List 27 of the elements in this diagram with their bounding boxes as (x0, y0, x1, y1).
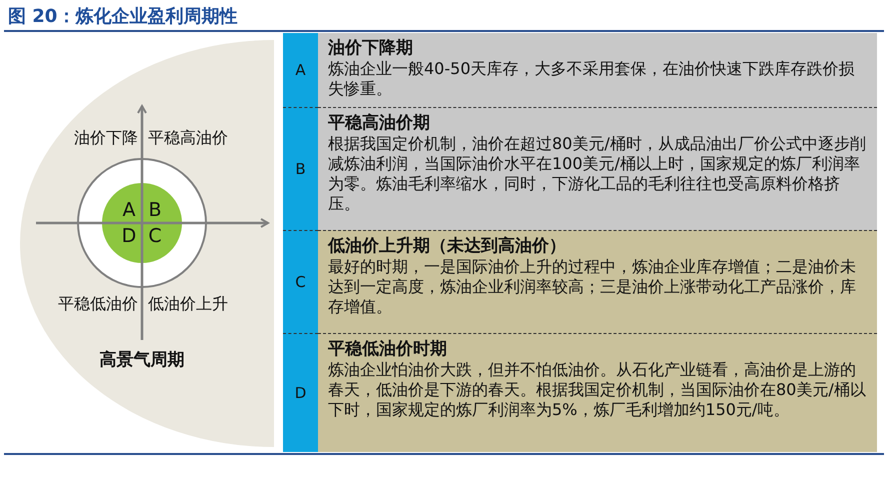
row-heading: 低油价上升期（未达到高油价） (328, 235, 566, 257)
quadrant-letter: D (122, 226, 136, 246)
quadrant-letter: B (148, 200, 162, 220)
row-letter: A (295, 61, 306, 79)
row-letter: B (295, 160, 306, 178)
quadrant-label: 低油价上升 (148, 294, 228, 315)
row-description: 炼油企业一般40-50天库存，大多不采用套保，在油价快速下跌库存跌价损失惨重。 (328, 59, 856, 99)
quadrant-letter: C (148, 226, 162, 246)
quadrant-label: 油价下降 (74, 128, 138, 149)
description-panel (318, 333, 877, 452)
row-heading: 平稳高油价期 (328, 112, 430, 134)
row-letter: C (295, 273, 306, 291)
quadrant-label: 平稳低油价 (58, 294, 138, 315)
diagram-caption: 高景气周期 (98, 349, 186, 371)
row-description: 最好的时期，一是国际油价上升的过程中，炼油企业库存增值；二是油价未达到一定高度，炼油企业利润率较高；三是油价上涨带动化工产品涨价，库存增值。 (328, 257, 857, 317)
row-heading: 平稳低油价时期 (328, 338, 447, 360)
description-panel (318, 107, 877, 230)
row-heading: 油价下降期 (328, 37, 413, 59)
figure-title: 图 20：炼化企业盈利周期性 (8, 5, 238, 28)
quadrant-letter: A (122, 200, 136, 220)
quadrant-label: 平稳高油价 (148, 128, 228, 149)
row-description: 根据我国定价机制，油价在超过80美元/桶时，从成品油出厂价公式中逐步削减炼油利润，当国际油价水平在100美元/桶以上时，国家规定的炼厂利润率为零。炼油毛利率缩水，同时，下游化工品的毛利往往也受高原料价格挤压。 (328, 134, 867, 214)
row-letter: D (294, 384, 306, 402)
row-description: 炼油企业怕油价大跌，但并不怕低油价。从石化产业链看，高油价是上游的春天，低油价是下游的春天。根据我国定价机制，当国际油价在80美元/桶以下时，国家规定的炼厂利润率为5%，炼厂毛利增加约150元/吨。 (328, 360, 867, 420)
row-marker-cell (283, 33, 318, 107)
description-panel (318, 33, 877, 107)
description-panel (318, 230, 877, 333)
